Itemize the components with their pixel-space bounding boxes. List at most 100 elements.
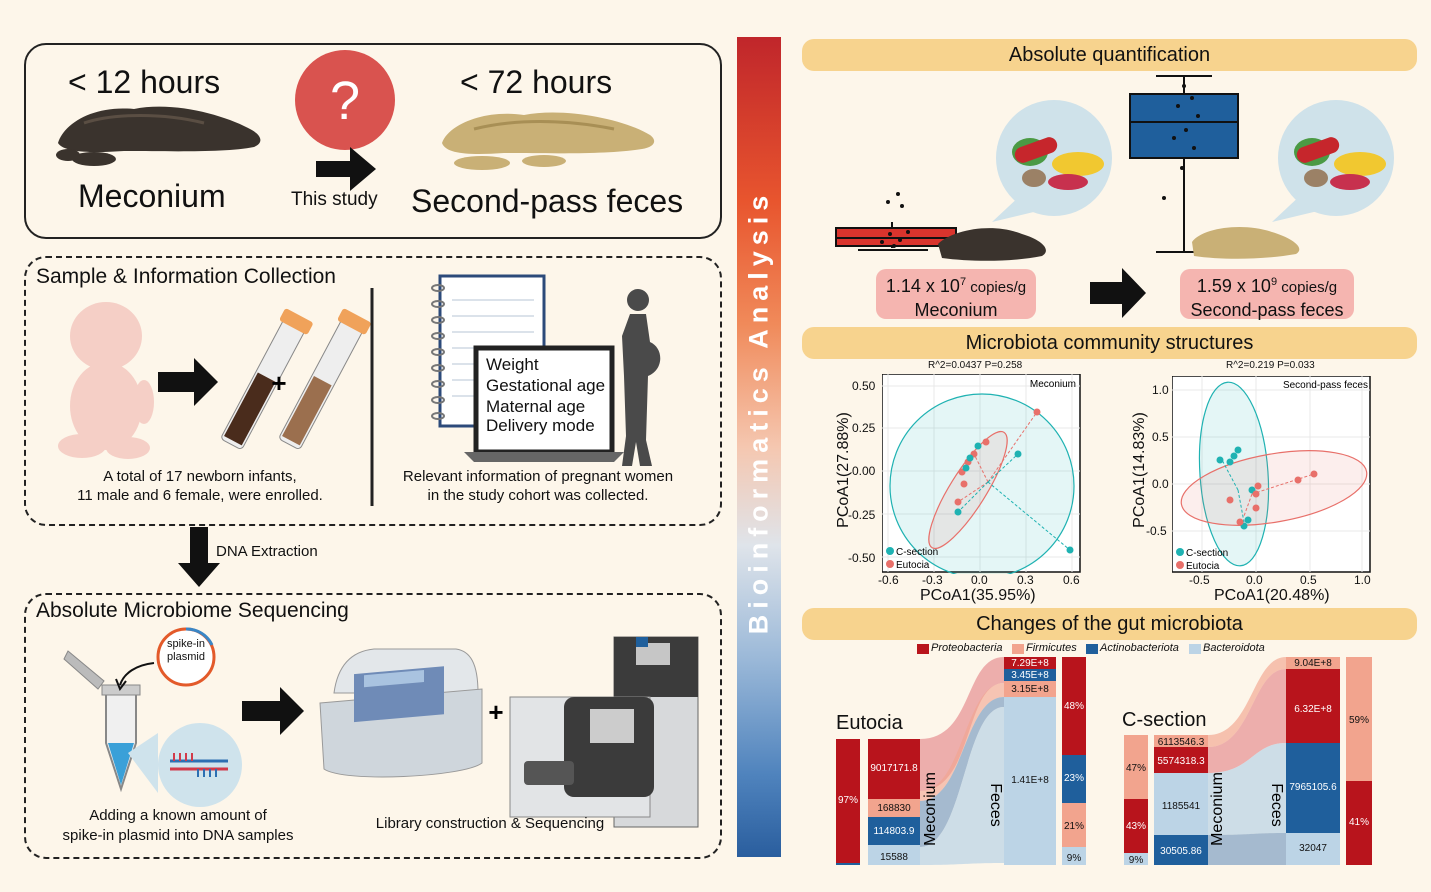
svg-text:5574318.3: 5574318.3 [1157,756,1205,767]
laptop-item-weight: Weight [486,355,539,374]
svg-text:168830: 168830 [877,803,911,814]
svg-text:C-section: C-section [1186,548,1228,559]
library-label: Library construction & Sequencing [375,815,605,832]
right-xtick-2: 0.0 [1246,573,1263,587]
svg-text:9%: 9% [1067,853,1082,864]
left-ytick-4: -0.25 [848,508,876,522]
infants-line-1: A total of 17 newborn infants, [103,468,297,485]
feces-stool-icon [442,112,655,154]
collection-title: Sample & Information Collection [36,265,336,288]
legend-proteobacteria: Proteobacteria [931,642,1003,654]
svg-text:1.41E+8: 1.41E+8 [1011,775,1049,786]
laptop-item-gestational-age: Gestational age [486,376,606,395]
svg-text:Meconium: Meconium [1209,772,1226,846]
right-arrow-icon [242,687,304,735]
svg-text:32047: 32047 [1299,843,1327,854]
collection-art: + [58,274,661,506]
svg-text:3.45E+8: 3.45E+8 [1011,670,1049,681]
dna-extraction-label: DNA Extraction [216,543,318,560]
meconium-boxplot [835,192,957,251]
left-xlabel: PCoA1(35.95%) [920,587,1036,604]
left-ytick-3: 0.00 [852,464,876,478]
legend-swatch-firmicutes [1012,644,1024,654]
feces-name: Second-pass feces [411,183,684,219]
right-arrow-icon [316,147,376,191]
feces-quant-unit: copies/g [1277,279,1338,296]
legend-actinobacteriota: Actinobacteriota [1100,642,1179,654]
svg-text:C-section: C-section [896,547,938,558]
meconium-quant-pill: 1.14 x 107 copies/g Meconium [876,269,1036,320]
info-line-2: in the study cohort was collected. [427,487,649,504]
svg-text:Feces: Feces [1268,783,1285,827]
right-ylabel: PCoA1(14.83%) [1131,412,1148,528]
svg-text:23%: 23% [1064,773,1084,784]
eutocia-points [1226,470,1318,526]
left-ytick-1: 0.50 [852,379,876,393]
meconium-quant-unit: copies/g [966,279,1027,296]
svg-text:21%: 21% [1064,821,1084,832]
info-line-1: Relevant information of pregnant women [402,468,674,485]
svg-text:Feces: Feces [987,783,1004,827]
laptop-icon [464,345,624,462]
baby-icon [58,302,154,459]
left-ytick-5: -0.50 [848,551,876,565]
microbe-zoom-icon [992,100,1112,222]
meconium-stool-icon [58,106,261,153]
plasmid-label-2: plasmid [167,651,205,663]
svg-text:3.15E+8: 3.15E+8 [1011,684,1049,695]
svg-text:9.04E+8: 9.04E+8 [1294,658,1332,669]
legend-swatch-actinobacteriota [1086,644,1098,654]
feces-quant-exp: 9 [1270,276,1278,288]
question-mark: ? [330,71,360,131]
bioinformatics-label: Bioinformatics Analysis [743,189,774,635]
feces-boxplot [1129,75,1239,253]
right-pcoa-stats: R^2=0.219 P=0.033 [1226,360,1315,371]
svg-text:Second-pass feces: Second-pass feces [1283,380,1368,391]
right-arrow-icon [158,358,218,406]
right-ytick-3: 0.0 [1152,477,1169,491]
legend-swatch-bacteroidota [1189,644,1201,654]
left-xtick-1: -0.6 [878,573,899,587]
right-ytick-2: 0.5 [1152,430,1169,444]
dna-zoom-icon [128,723,242,807]
meconium-quant-exp: 7 [959,276,967,288]
right-ytick-1: 1.0 [1152,383,1169,397]
left-ytick-2: 0.25 [852,421,876,435]
meconium-quant-label: Meconium [914,300,998,320]
microbe-zoom-icon [1272,100,1394,222]
right-ytick-4: -0.5 [1146,524,1167,538]
laptop-item-maternal-age: Maternal age [486,397,586,416]
svg-text:7.29E+8: 7.29E+8 [1011,658,1049,669]
csection-points [954,442,1074,554]
eutocia-ellipse [1180,450,1368,526]
this-study-label: This study [291,189,378,210]
feces-quant-label: Second-pass feces [1190,300,1344,320]
csection-sankey: 47% 43% 9% 6113546.3 5574318.3 1185541 3… [1124,657,1372,866]
eutocia-ellipse [928,430,1008,550]
laptop-item-delivery-mode: Delivery mode [486,416,595,435]
infants-line-2: 11 male and 6 female, were enrolled. [77,487,323,504]
sequencing-title: Absolute Microbiome Sequencing [36,599,349,622]
svg-text:+: + [271,368,286,398]
left-pcoa-stats: R^2=0.0437 P=0.258 [928,360,1023,371]
plasmid-label-1: spike-in [167,638,205,650]
left-pcoa-plot: C-section Eutocia Meconium [882,374,1081,574]
right-xtick-4: 1.0 [1354,573,1371,587]
svg-text:7965105.6: 7965105.6 [1289,782,1337,793]
comparison-art: ? [56,50,655,191]
svg-text:97%: 97% [838,795,858,806]
sequencer-icon [509,636,699,828]
svg-text:6.32E+8: 6.32E+8 [1294,704,1332,715]
left-xtick-3: 0.0 [971,573,988,587]
question-circle-icon [295,50,395,150]
right-pcoa-plot: C-section Eutocia Second-pass feces [1172,376,1371,573]
dna-tube-icon [63,650,141,793]
svg-text:1185541: 1185541 [1162,801,1201,812]
csection-ellipse [889,393,1075,574]
svg-text:43%: 43% [1126,821,1146,832]
eutocia-sankey: 97% 9017171.8 168830 114803.9 15588 7.29… [836,657,1086,865]
svg-text:Meconium: Meconium [1030,379,1076,390]
absolute-quantification-title: Absolute quantification [802,39,1417,71]
down-arrow-icon [178,527,220,587]
gut-changes-title: Changes of the gut microbiota [802,608,1417,640]
